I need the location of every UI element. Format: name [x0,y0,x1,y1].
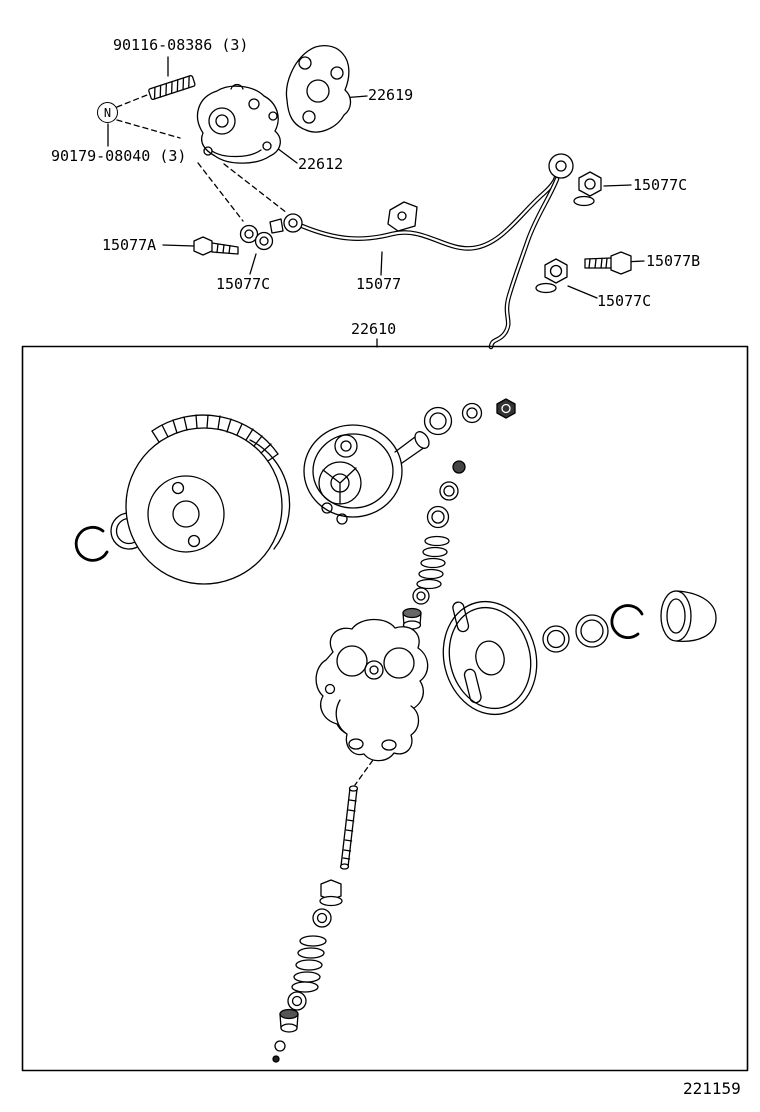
bolt-a-part [193,236,239,256]
spring-upper-part [416,535,450,590]
label-pump-cover: 22612 [298,155,344,173]
gasket-part [285,45,352,133]
spring-lower-part [291,935,327,993]
figure-number: 221159 [683,1079,741,1098]
assembly-box [21,345,749,1072]
plug-bolt-part [319,879,343,907]
label-gasket: 22619 [368,86,414,104]
governor-assembly-part [315,618,429,762]
nut-marker-symbol: N [97,102,118,123]
ring-b-right-part [575,614,609,648]
drive-plate-part [442,600,538,716]
tiny-parts-bottom [272,1040,286,1063]
bolt-b-part [584,251,632,275]
washer-lower-part [312,908,332,928]
label-stud-part: 90116-08386 (3) [113,36,249,54]
clamp-left-part [239,218,284,251]
injection-pipe-part [283,165,560,350]
label-clamp-left: 15077C [216,275,271,293]
label-nut-right: 15077C [597,292,652,310]
union-fitting-top-part [548,153,602,207]
label-bolt-a: 15077A [102,236,157,254]
bushing-cylinder-part [660,590,717,642]
feed-pump-part [303,424,430,525]
washer-small-part [412,587,430,605]
piston-cup-part [279,1008,299,1033]
label-pipe: 15077 [356,275,402,293]
label-bolt-b: 15077B [646,252,701,270]
snap-ring-right-part [610,604,644,639]
leader-lines [107,56,645,348]
snap-ring-left-part [74,525,109,562]
label-pump-assembly: 22610 [351,320,397,338]
pump-cover-part [196,83,281,164]
nut-right-part [535,258,568,294]
small-parts-column [426,460,466,529]
ring-a-right-part [542,625,570,653]
valve-cup-part [402,607,422,630]
washer-bottom-part [287,991,307,1011]
washer-set-upper-part [423,398,516,436]
stud-part [148,75,196,100]
adjusting-rod-part [339,785,359,870]
damper-drum-part [125,414,291,585]
label-lock-nut: 90179-08040 (3) [51,147,187,165]
label-union-top: 15077C [633,176,688,194]
assembly-dash-lines [116,94,379,786]
